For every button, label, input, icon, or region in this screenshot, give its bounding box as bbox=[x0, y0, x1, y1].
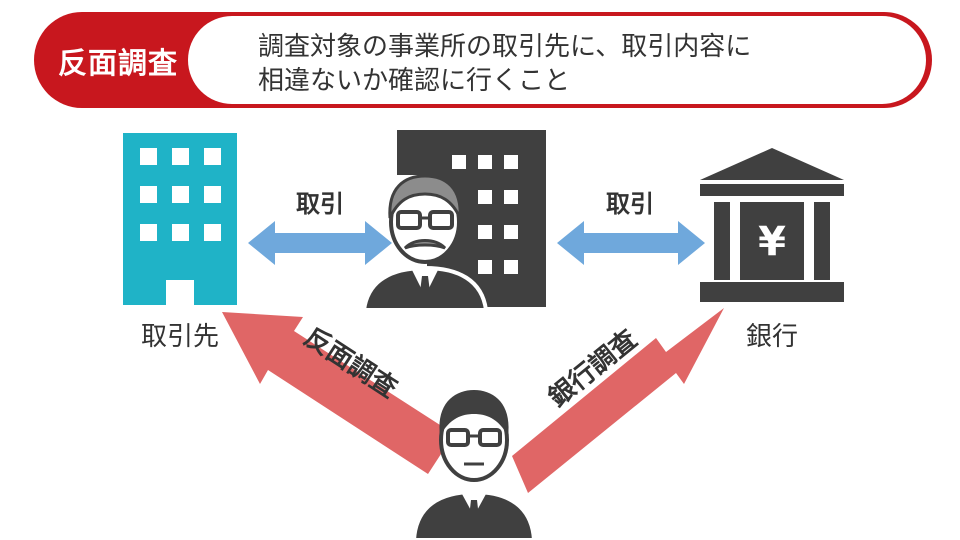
investigation-arrow-to-client bbox=[222, 312, 454, 474]
exchange-label-right: 取引 bbox=[606, 190, 654, 218]
client-label: 取引先 bbox=[141, 322, 219, 352]
investigation-arrow-to-bank bbox=[512, 308, 724, 493]
office-building-icon bbox=[123, 133, 237, 305]
header-description-line-2: 相違ないか確認に行くこと bbox=[258, 66, 571, 96]
businessman-with-building-icon bbox=[361, 130, 546, 312]
header-tag: 反面調査 bbox=[58, 46, 179, 80]
bank-label: 銀行 bbox=[746, 322, 798, 352]
header-description-box bbox=[188, 16, 926, 104]
investigator-person-icon bbox=[411, 390, 537, 540]
exchange-arrow-right bbox=[557, 221, 705, 265]
bank-yen-icon: ¥ bbox=[700, 148, 844, 302]
exchange-arrow-left bbox=[248, 221, 392, 265]
svg-text:¥: ¥ bbox=[758, 219, 786, 265]
exchange-label-left: 取引 bbox=[296, 190, 344, 218]
header-description-line-1: 調査対象の事業所の取引先に、取引内容に bbox=[258, 32, 752, 62]
